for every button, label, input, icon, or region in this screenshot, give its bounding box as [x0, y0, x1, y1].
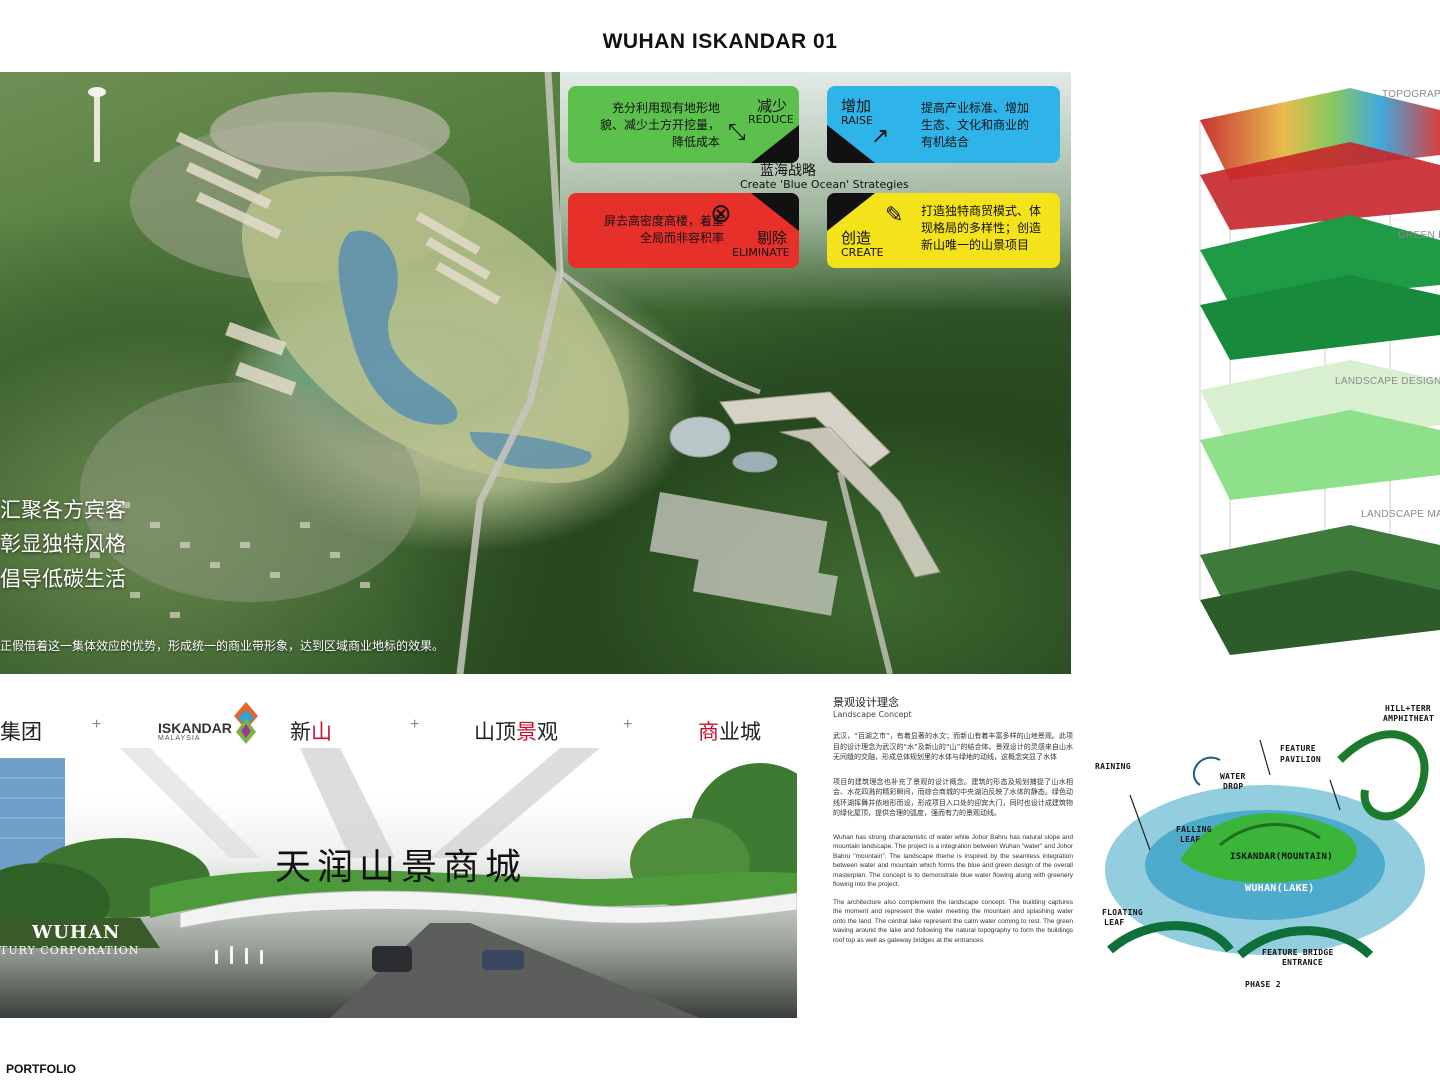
gateway-drawing	[0, 748, 797, 1018]
wuhan-sign-text: WUHAN	[32, 922, 121, 943]
reduce-description: 充分利用现有地形地貌、减少土方开挖量，降低成本	[599, 101, 720, 149]
create-en-label: CREATE	[841, 246, 884, 259]
eliminate-description: 屏去高密度高楼，着重全局而非容积率	[603, 214, 724, 245]
masterplan-drawing	[80, 72, 941, 674]
create-cn-label: 创造	[841, 229, 872, 247]
portfolio-footer: PORTFOLIO	[6, 1062, 76, 1076]
brand-xinshan: 新山	[290, 720, 332, 744]
concept-subtitle: Landscape Concept	[833, 710, 912, 719]
mall-name-sign: 天润山景商城	[275, 847, 528, 888]
create-description: 打造独特商贸模式、体现格局的多样性；创造新山唯一的山景项目	[921, 204, 1042, 252]
eliminate-en-label: ELIMINATE	[732, 246, 790, 259]
page-title: WUHAN ISKANDAR 01	[602, 30, 838, 53]
plus-sign: +	[92, 716, 102, 733]
concept-sketch: HILL+TERR AMPHITHEAT FEATURE PAVILION RA…	[1090, 700, 1440, 1000]
sketch-label: LEAF	[1180, 835, 1201, 844]
edit-pencil-icon: ✎	[885, 203, 904, 228]
reduce-en-label: REDUCE	[748, 113, 794, 126]
corner-triangle	[751, 193, 799, 231]
sketch-label-mountain: ISKANDAR(MOUNTAIN)	[1230, 852, 1333, 862]
raise-description: 提高产业标准、增加生态、文化和商业的有机结合	[921, 101, 1030, 149]
sketch-label: ENTRANCE	[1282, 958, 1323, 967]
layer-label-landscape-masterplan: LANDSCAPE MA	[1361, 509, 1440, 520]
sketch-label: DROP	[1223, 782, 1244, 791]
raise-en-label: RAISE	[841, 114, 873, 127]
brand-group: 集团	[0, 720, 42, 744]
sketch-label: FLOATING	[1102, 908, 1143, 917]
reduce-cn-label: 减少	[757, 97, 788, 115]
strategy-create-box: ✎ 创造 CREATE 打造独特商贸模式、体现格局的多样性；创造新山唯一的山景项…	[827, 193, 1060, 268]
growth-arrow-icon: ↗	[871, 124, 890, 149]
sketch-label: PAVILION	[1280, 755, 1321, 764]
corporation-sign-text: TURY CORPORATION	[0, 944, 140, 957]
aerial-masterplan-image: 汇聚各方宾客 彰显独特风格 倡导低碳生活 正假借着这一集体效应的优势，形成统一的…	[0, 72, 1071, 674]
compress-arrows-icon: ⤡	[728, 120, 746, 145]
sketch-label: HILL+TERR	[1385, 704, 1432, 713]
plus-sign: +	[623, 716, 633, 733]
iskandar-logo-icon	[234, 702, 258, 744]
brand-hilltop-view: 山顶景观	[474, 720, 558, 744]
gateway-banner: 集团 + ISKANDAR MALAYSIA 新山 + 山顶景观 + 商业城 天…	[0, 688, 797, 1018]
strategy-eliminate-box: 屏去高密度高楼，着重全局而非容积率 ⊗ 剔除 ELIMINATE	[568, 193, 799, 268]
slogan-2: 彰显独特风格	[0, 532, 126, 556]
iskandar-subtitle: MALAYSIA	[158, 735, 201, 742]
blue-ocean-strategy-en: Create 'Blue Ocean' Strategies	[740, 178, 909, 191]
strategy-reduce-box: 充分利用现有地形地貌、减少土方开挖量，降低成本 减少 REDUCE ⤡	[568, 86, 799, 163]
sketch-label: LEAF	[1104, 918, 1125, 927]
sketch-label: FALLING	[1176, 825, 1212, 834]
sketch-label: RAINING	[1095, 762, 1131, 771]
raise-cn-label: 增加	[841, 97, 872, 115]
layer-label-landscape-design: LANDSCAPE DESIGN	[1335, 376, 1440, 387]
sketch-label: PHASE 2	[1245, 980, 1281, 989]
concept-en-paragraph-1: Wuhan has strong characteristic of water…	[833, 833, 1073, 889]
corner-triangle	[751, 125, 799, 163]
slogan-3: 倡导低碳生活	[0, 567, 126, 591]
layer-stack-drawing	[1199, 88, 1440, 655]
corner-triangle	[827, 193, 875, 231]
layer-label-green-framework: GREEN F	[1398, 230, 1440, 241]
eliminate-cn-label: 剔除	[757, 229, 788, 247]
aerial-caption: 正假借着这一集体效应的优势，形成统一的商业带形象，达到区域商业地标的效果。	[0, 639, 445, 653]
concept-title: 景观设计理念	[833, 696, 899, 709]
corner-triangle	[827, 125, 875, 163]
slogan-1: 汇聚各方宾客	[0, 498, 126, 522]
sketch-label: WATER	[1220, 772, 1246, 781]
concept-cn-paragraph-1: 武汉，“百湖之市”，有着显著的水文；而新山有着丰富多样的山地景观。此项目的设计理…	[833, 732, 1073, 761]
blue-ocean-strategy-cn: 蓝海战略	[760, 163, 816, 179]
layer-label-topography: TOPOGRAP	[1382, 89, 1440, 100]
sketch-label: FEATURE BRIDGE	[1262, 948, 1334, 957]
strategy-raise-box: 增加 RAISE ↗ 提高产业标准、增加生态、文化和商业的有机结合	[827, 86, 1060, 163]
x-circle-icon: ⊗	[710, 199, 732, 229]
plus-sign: +	[410, 716, 420, 733]
sketch-label: AMPHITHEAT	[1383, 714, 1435, 723]
concept-en-paragraph-2: The architecture also complement the lan…	[833, 898, 1073, 944]
sketch-label-lake: WUHAN(LAKE)	[1245, 883, 1315, 894]
layer-diagram: TOPOGRAP GREEN F LANDSCAPE DESIGN LANDSC…	[1190, 80, 1440, 680]
sketch-drawing	[1105, 730, 1429, 959]
iskandar-wordmark: ISKANDAR	[158, 720, 232, 736]
sketch-label: FEATURE	[1280, 744, 1316, 753]
concept-cn-paragraph-2: 项目的建筑理念也补充了景观的设计概念。建筑的形态及规划捕捉了山水相会、水花四溅的…	[833, 777, 1073, 818]
landscape-concept-text: 景观设计理念 Landscape Concept 武汉，“百湖之市”，有着显著的…	[833, 694, 1073, 953]
brand-commercial-city: 商业城	[698, 720, 761, 744]
